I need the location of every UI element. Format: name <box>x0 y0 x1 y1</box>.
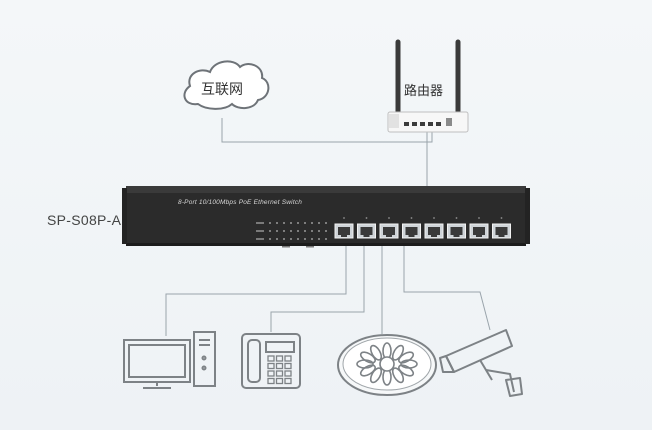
ethernet-port <box>402 217 421 239</box>
router-icon <box>387 39 469 133</box>
switch-to-camera-line <box>403 240 491 331</box>
ethernet-port <box>469 217 489 239</box>
switch-to-computer-line <box>165 240 347 336</box>
ethernet-port <box>447 217 466 239</box>
ethernet-port <box>379 217 399 239</box>
ethernet-port <box>492 217 511 239</box>
switch-to-phone-line <box>270 240 365 332</box>
cloud-icon <box>183 60 270 110</box>
cloud-to-router-line <box>221 118 433 143</box>
ip-phone-icon <box>241 333 301 389</box>
surveillance-camera-icon <box>439 329 523 397</box>
desktop-computer-icon <box>123 331 216 389</box>
router-label: 路由器 <box>404 84 444 99</box>
internet-label: 互联网 <box>201 82 243 98</box>
status-leds <box>256 222 327 248</box>
model-label: SP-S08P-A <box>47 212 122 228</box>
ethernet-port <box>424 217 444 239</box>
poe-switch <box>122 186 530 248</box>
wireless-access-point-icon <box>337 334 437 396</box>
ethernet-port <box>357 217 376 239</box>
connection-lines <box>165 118 491 336</box>
ethernet-port <box>334 217 354 239</box>
switch-ports <box>334 217 511 239</box>
switch-name-label: 8-Port 10/100Mbps PoE Ethernet Switch <box>178 199 303 206</box>
